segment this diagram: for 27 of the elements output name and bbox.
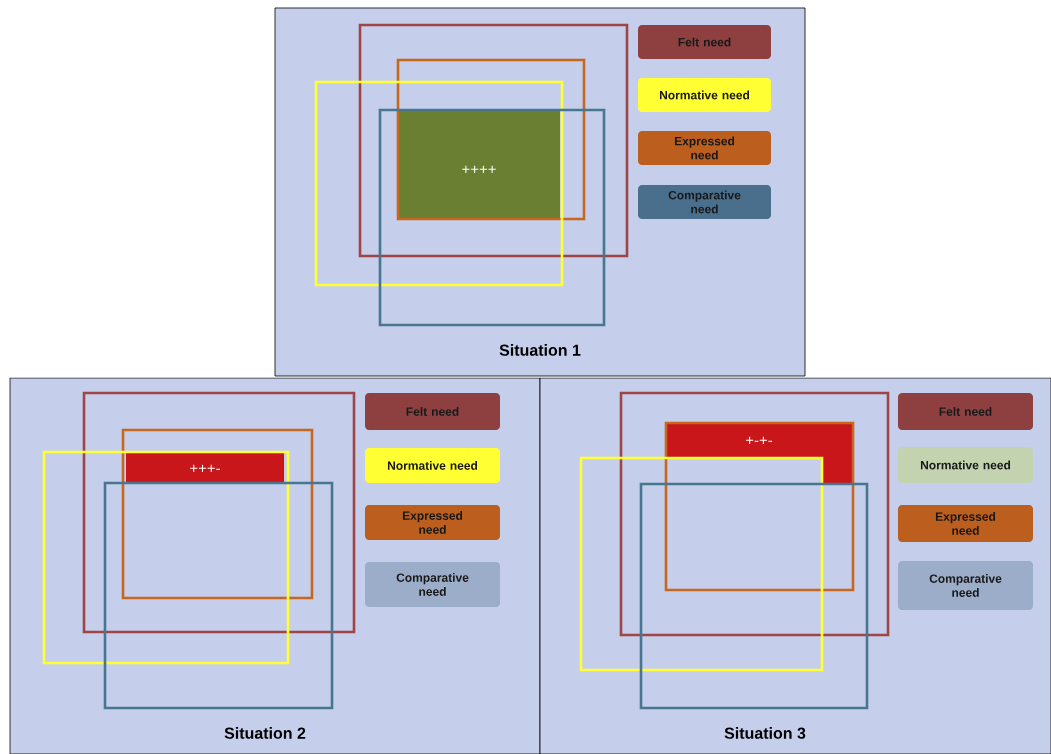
legend-item: Expressed need [898,505,1033,542]
outline-box [358,23,629,258]
legend-item: Comparative need [365,562,500,607]
outline-box [103,481,334,710]
legend-item: Felt need [365,393,500,430]
outline-box [579,456,824,672]
outline-box [314,80,564,287]
legend-item: Felt need [638,25,771,59]
legend-item: Normative need [365,448,500,483]
legend-item: Felt need [898,393,1033,430]
outline-box [42,450,290,665]
legend-item: Normative need [898,447,1033,483]
outline-box [619,391,890,637]
legend-item: Comparative need [638,185,771,219]
outline-box [378,108,606,327]
outline-box [82,391,356,634]
outline-box [639,482,869,710]
outline-box [664,421,855,592]
node-label: Situation 2 [224,727,306,739]
overlap-region: +-+- [666,423,853,484]
legend-item: Expressed need [638,131,771,165]
legend-item: Expressed need [365,505,500,540]
outline-box [396,58,586,221]
legend-item: Comparative need [898,561,1033,610]
outline-box [121,428,314,600]
overlap-region: ++++ [398,110,560,219]
legend-item: Normative need [638,78,771,112]
